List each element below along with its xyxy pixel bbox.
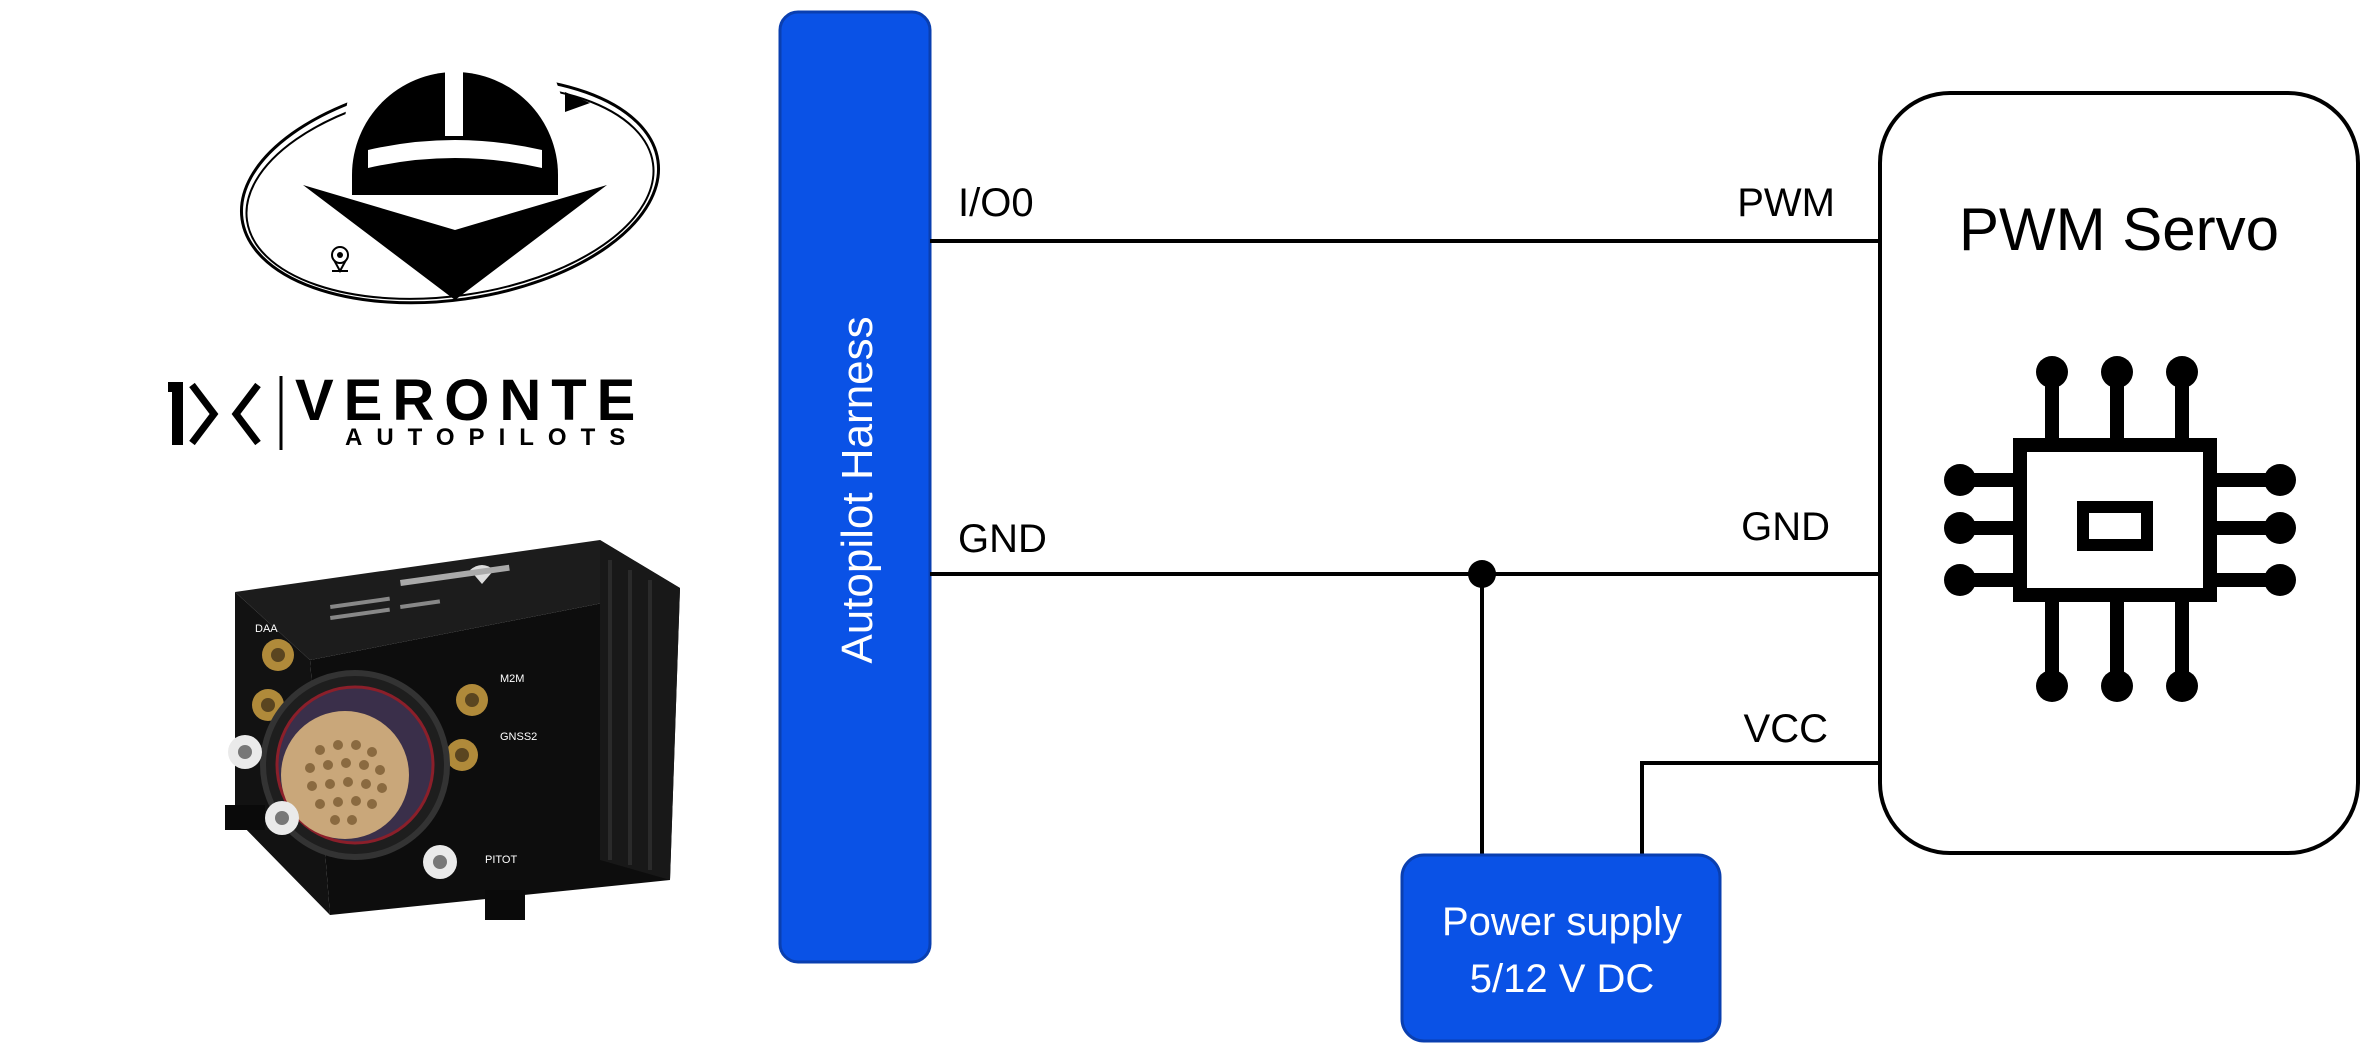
autopilot-harness-block: Autopilot Harness — [778, 10, 932, 964]
wire-vcc — [1640, 761, 1880, 855]
signal-label-gnd-left: GND — [958, 517, 1047, 561]
chip-pin-ends — [1944, 356, 2296, 702]
connector-label-pitot: PITOT — [485, 854, 517, 866]
connector-label-daa: DAA — [255, 623, 278, 635]
power-supply-block: Power supply 5/12 V DC — [1400, 853, 1722, 1043]
signal-label-io0: I/O0 — [958, 181, 1034, 225]
harness-label: Autopilot Harness — [833, 316, 882, 663]
veronte-wordmark: VERONTE AUTOPILOTS — [168, 368, 645, 451]
power-supply-line2: 5/12 V DC — [1470, 957, 1655, 1001]
autopilot-device-image: DAA M2M GNSS2 PITOT — [225, 540, 680, 920]
signal-label-vcc: VCC — [1744, 707, 1828, 751]
brand-subtext: AUTOPILOTS — [345, 424, 639, 451]
connector-label-m2m: M2M — [500, 673, 524, 685]
signal-label-gnd-right: GND — [1741, 505, 1830, 549]
brand-text: VERONTE — [295, 368, 645, 433]
helmet-logo-icon — [239, 15, 661, 305]
power-supply-line1: Power supply — [1442, 900, 1682, 944]
connector-label-gnss2: GNSS2 — [500, 731, 537, 743]
wires — [930, 239, 1880, 855]
pwm-servo-block: PWM Servo — [1878, 91, 2360, 855]
signal-label-pwm: PWM — [1737, 181, 1835, 225]
servo-title: PWM Servo — [1959, 196, 2279, 263]
